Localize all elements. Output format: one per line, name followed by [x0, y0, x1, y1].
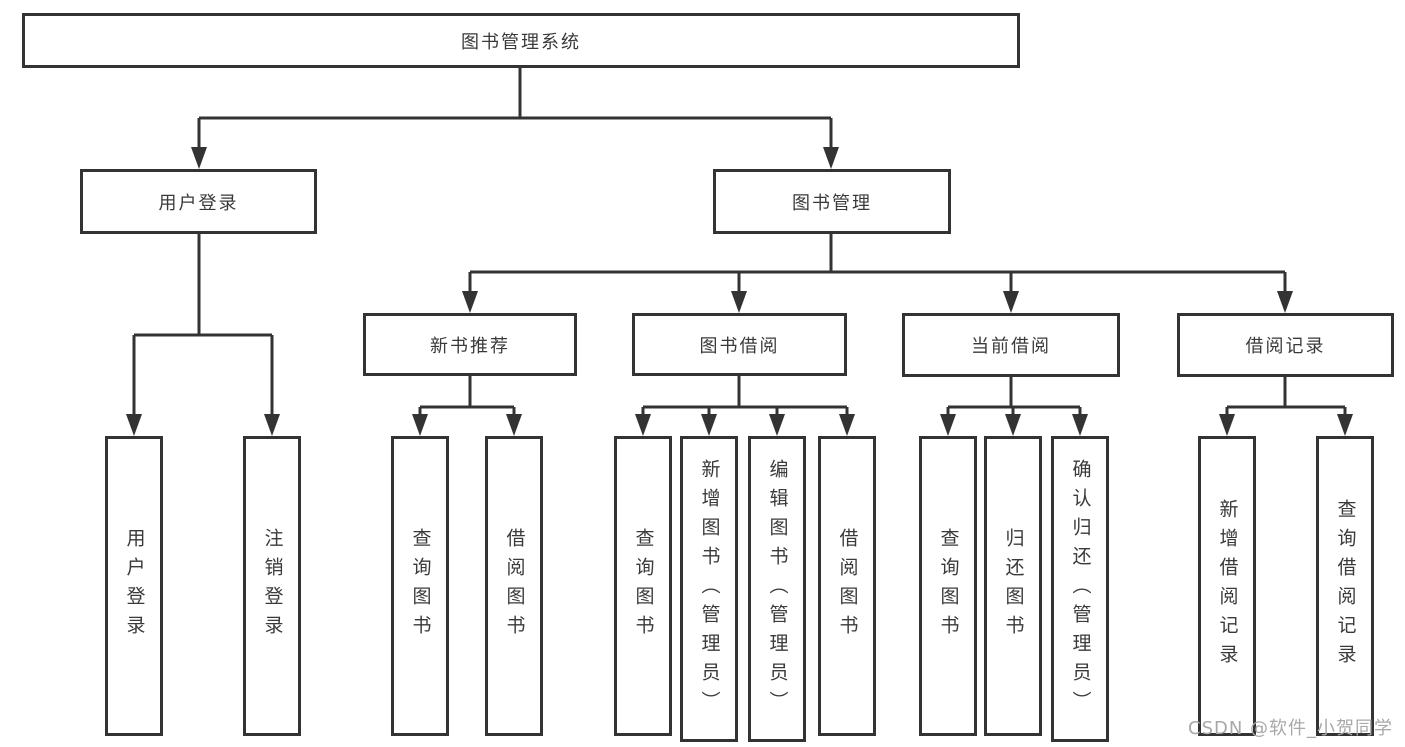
leaf-bb-borrow-book: 借阅图书 — [818, 436, 876, 736]
leaf-br-add-record-label: 新增借阅记录 — [1216, 499, 1239, 673]
node-root-label: 图书管理系统 — [461, 31, 581, 53]
leaf-nbr-query-book: 查询图书 — [391, 436, 449, 736]
node-book-management: 图书管理 — [713, 169, 951, 234]
leaf-bb-edit-book-admin-label: 编辑图书（管理员） — [766, 458, 789, 720]
leaf-bb-add-book-admin: 新增图书（管理员） — [680, 436, 738, 742]
leaf-user-login-label: 用户登录 — [123, 528, 146, 644]
node-book-management-label: 图书管理 — [792, 192, 872, 214]
leaf-bb-query-book-label: 查询图书 — [632, 528, 655, 644]
node-root: 图书管理系统 — [22, 13, 1020, 68]
node-current-borrowing: 当前借阅 — [902, 313, 1120, 377]
leaf-logout-login-label: 注销登录 — [261, 528, 284, 644]
leaf-logout-login: 注销登录 — [243, 436, 301, 736]
node-current-borrowing-label: 当前借阅 — [971, 336, 1051, 357]
leaf-cb-return-book-label: 归还图书 — [1002, 528, 1025, 644]
leaf-br-query-record: 查询借阅记录 — [1316, 436, 1374, 736]
node-new-book-recommend: 新书推荐 — [363, 313, 577, 376]
leaf-user-login: 用户登录 — [105, 436, 163, 736]
node-borrowing-records-label: 借阅记录 — [1245, 336, 1326, 357]
leaf-nbr-query-book-label: 查询图书 — [409, 528, 432, 644]
leaf-bb-query-book: 查询图书 — [614, 436, 672, 736]
leaf-br-add-record: 新增借阅记录 — [1198, 436, 1256, 736]
leaf-bb-edit-book-admin: 编辑图书（管理员） — [748, 436, 806, 742]
node-user-login-label: 用户登录 — [158, 192, 239, 214]
node-new-book-recommend-label: 新书推荐 — [430, 335, 510, 357]
leaf-nbr-borrow-book: 借阅图书 — [485, 436, 543, 736]
leaf-cb-query-book: 查询图书 — [919, 436, 977, 736]
leaf-br-query-record-label: 查询借阅记录 — [1334, 499, 1357, 673]
watermark: CSDN @软件_小贺同学 — [1188, 718, 1394, 739]
node-borrowing-records: 借阅记录 — [1177, 313, 1394, 377]
leaf-cb-confirm-return-admin-label: 确认归还（管理员） — [1069, 458, 1092, 720]
leaf-cb-confirm-return-admin: 确认归还（管理员） — [1051, 436, 1109, 742]
node-user-login: 用户登录 — [80, 169, 317, 234]
leaf-bb-add-book-admin-label: 新增图书（管理员） — [698, 458, 721, 720]
leaf-bb-borrow-book-label: 借阅图书 — [836, 528, 859, 644]
leaf-cb-return-book: 归还图书 — [984, 436, 1042, 736]
leaf-nbr-borrow-book-label: 借阅图书 — [503, 528, 526, 644]
node-book-borrowing: 图书借阅 — [632, 313, 847, 376]
leaf-cb-query-book-label: 查询图书 — [937, 528, 960, 644]
node-book-borrowing-label: 图书借阅 — [699, 335, 780, 357]
